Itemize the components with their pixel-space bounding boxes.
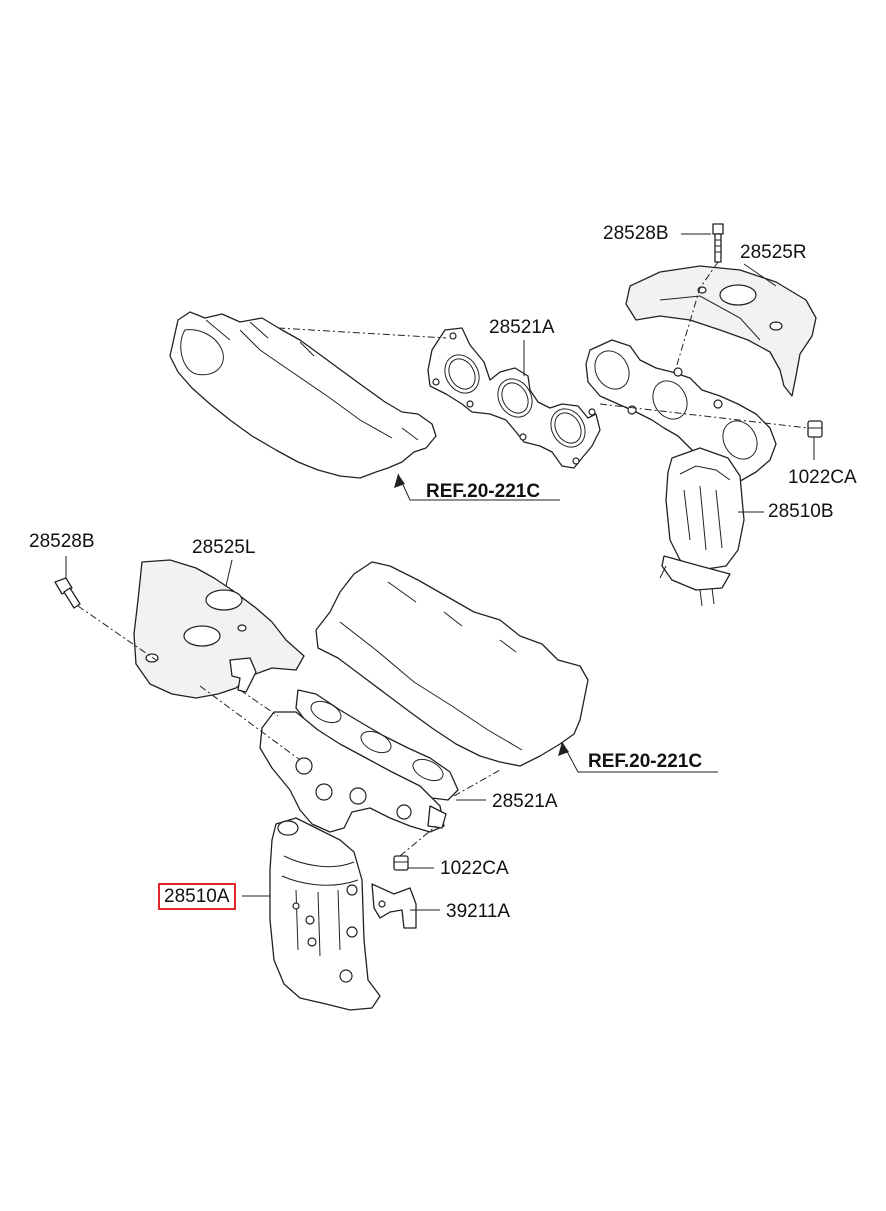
callout-28521a-upper[interactable]: 28521A <box>489 317 555 338</box>
callout-1022ca-lower[interactable]: 1022CA <box>440 858 509 879</box>
cylinder-head-upper <box>169 311 437 479</box>
nut-upper <box>807 420 823 438</box>
callout-28510b[interactable]: 28510B <box>768 501 834 522</box>
callout-39211a[interactable]: 39211A <box>446 901 511 922</box>
bolt-upper <box>712 223 724 263</box>
nut-lower <box>393 855 409 871</box>
callout-28528b-upper[interactable]: 28528B <box>603 223 669 244</box>
heat-shield-left <box>133 559 305 699</box>
bracket <box>371 883 417 929</box>
heat-shield-right <box>625 265 817 397</box>
callout-28528b-lower[interactable]: 28528B <box>29 531 95 552</box>
ref-label-upper[interactable]: REF.20-221C <box>426 481 541 502</box>
gasket-upper <box>427 327 601 469</box>
callout-28525l[interactable]: 28525L <box>192 537 256 558</box>
callout-28510a-highlighted[interactable]: 28510A <box>158 883 236 910</box>
callout-28521a-lower[interactable]: 28521A <box>492 791 558 812</box>
callout-1022ca-upper[interactable]: 1022CA <box>788 467 857 488</box>
cylinder-head-lower <box>315 561 589 767</box>
exhaust-manifold-left <box>259 711 447 1011</box>
ref-label-lower[interactable]: REF.20-221C <box>588 751 703 772</box>
exhaust-manifold-right <box>585 339 777 607</box>
bolt-lower <box>54 577 81 609</box>
callout-28525r[interactable]: 28525R <box>740 242 807 263</box>
